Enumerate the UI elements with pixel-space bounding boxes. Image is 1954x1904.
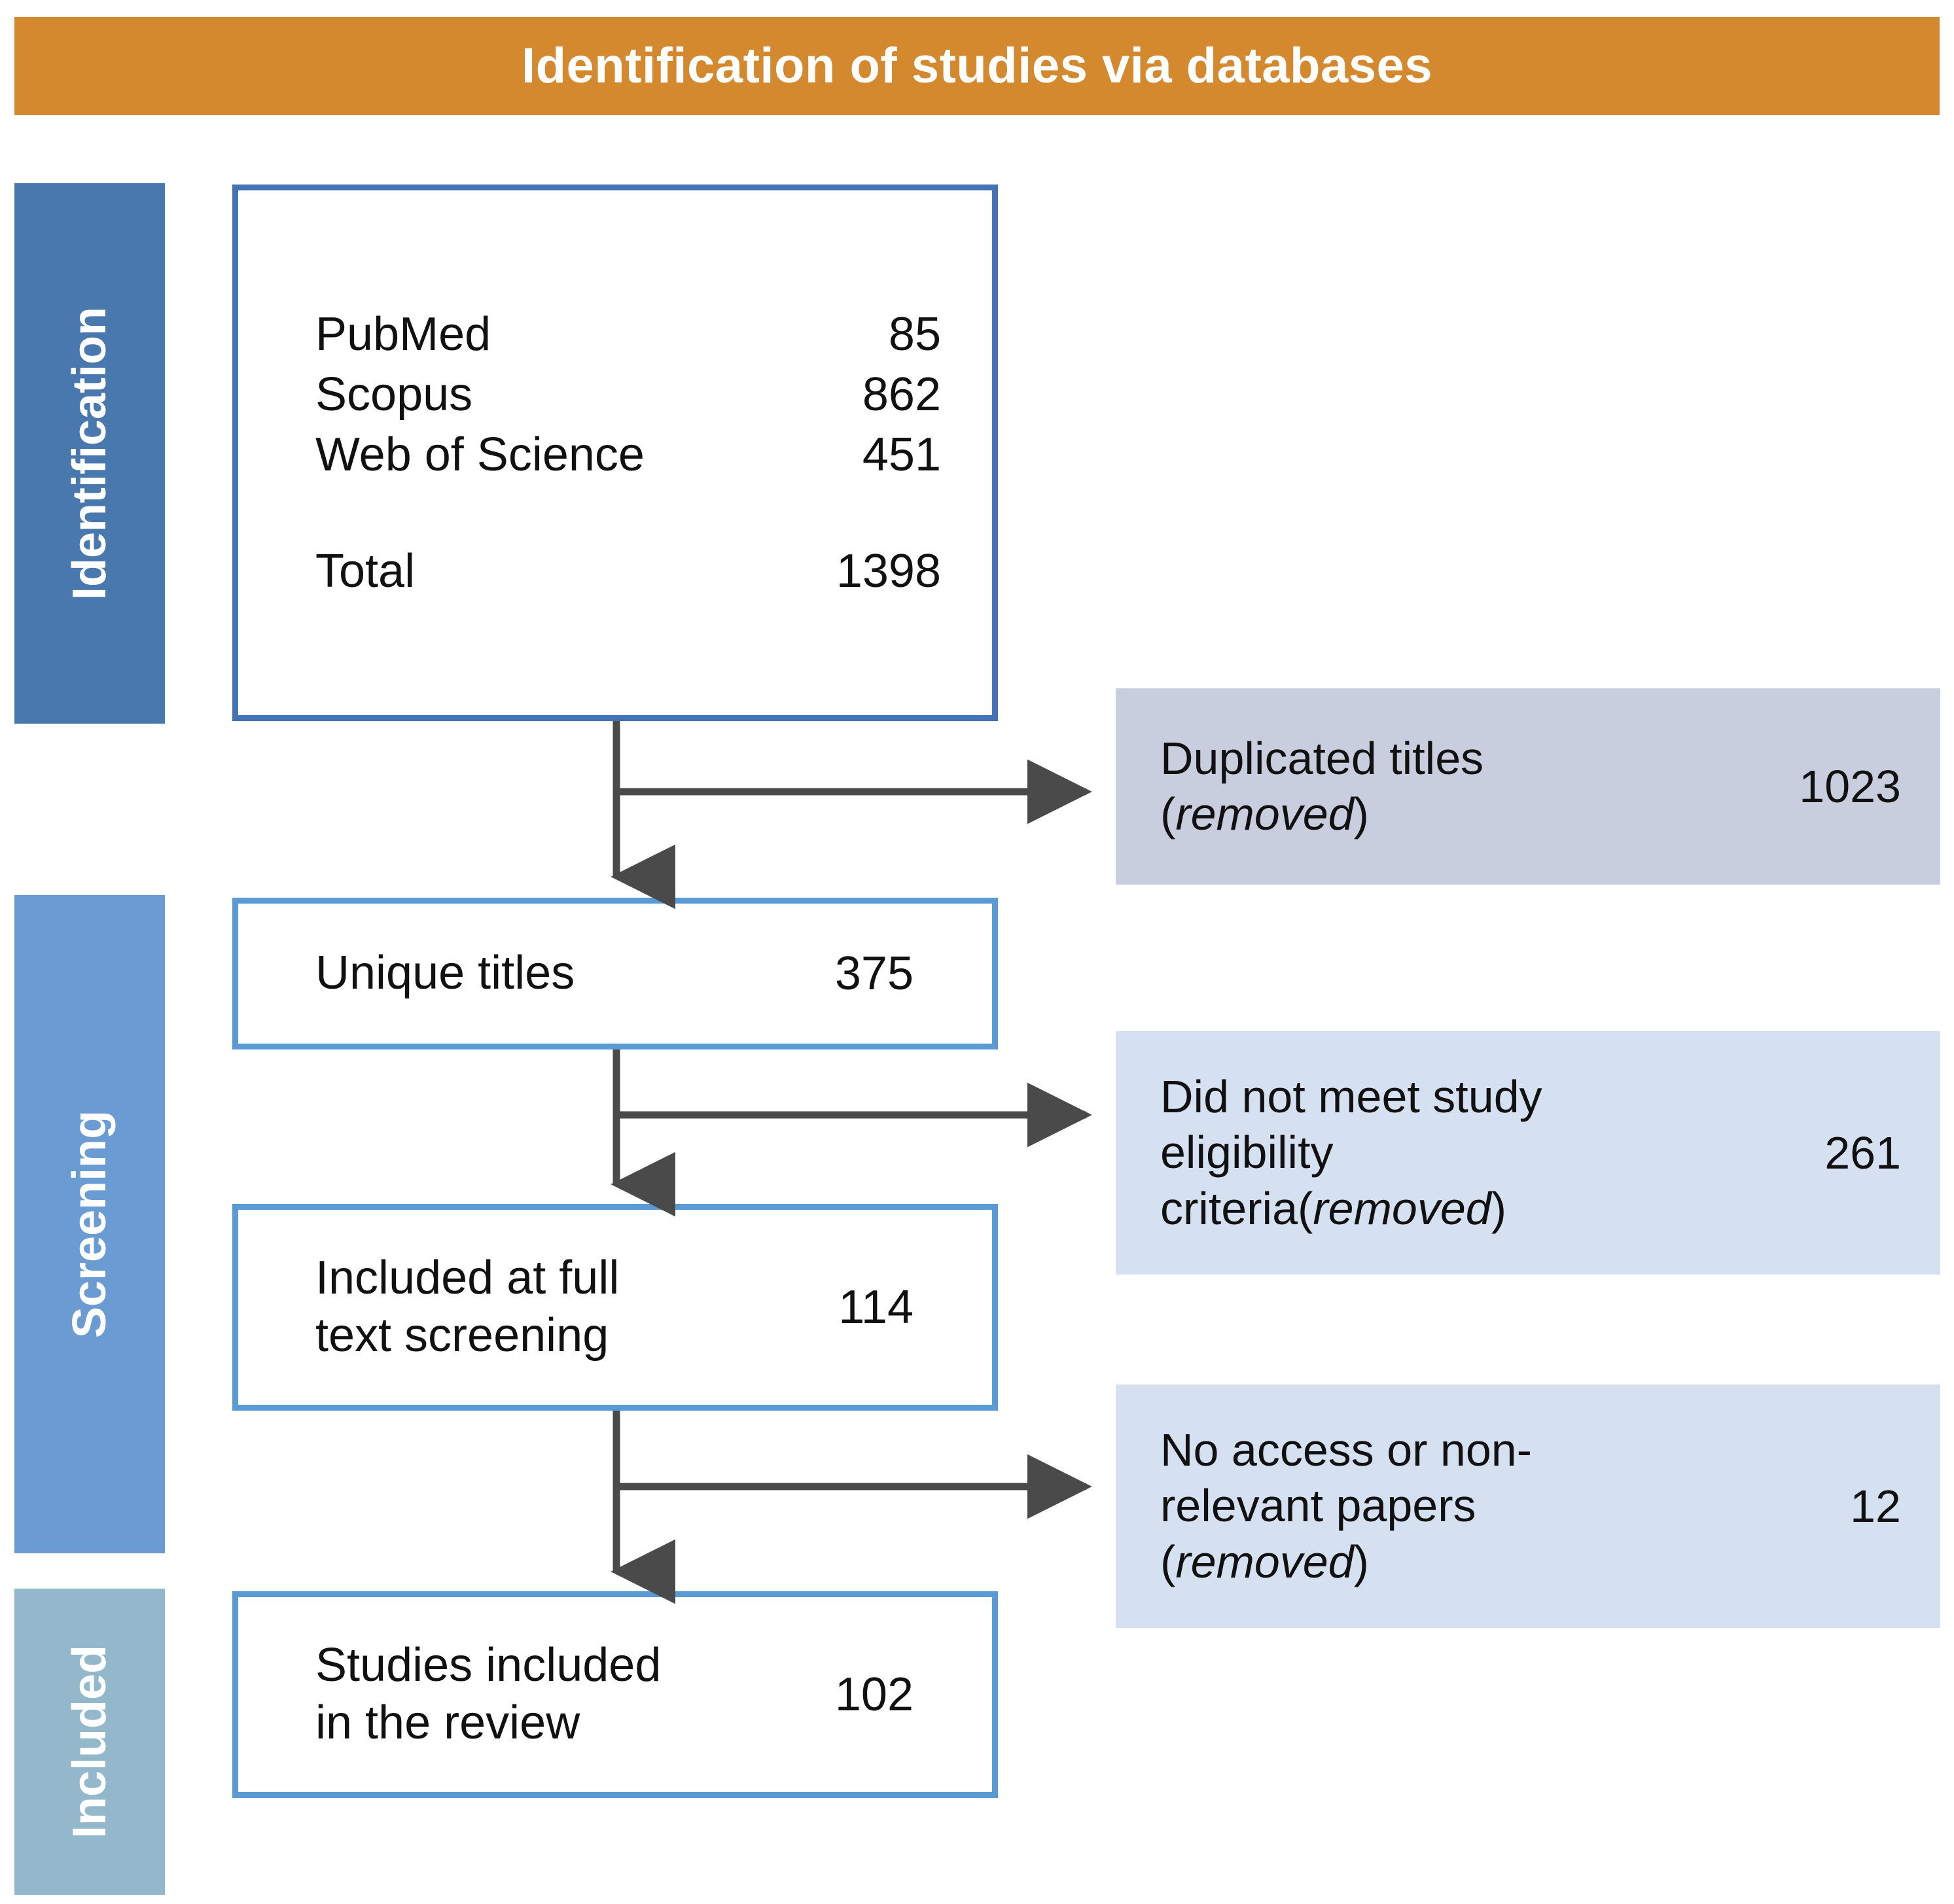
table-row: Scopus 862 xyxy=(315,364,941,425)
removed-italic: removed xyxy=(1175,1536,1354,1587)
stage-bar-screening: Screening xyxy=(14,895,165,1553)
stage-label-identification: Identification xyxy=(63,307,116,600)
criteria-close-paren: ) xyxy=(1491,1182,1507,1234)
not-eligible-value: 261 xyxy=(1824,1127,1901,1178)
total-label: Total xyxy=(315,545,416,598)
full-text-screening-box: Included at full text screening 114 xyxy=(232,1204,998,1411)
duplicated-titles-line1: Duplicated titles xyxy=(1160,732,1484,784)
full-text-screening-label: Included at full text screening xyxy=(315,1252,620,1362)
source-label: Web of Science xyxy=(315,429,645,481)
table-row: Web of Science 451 xyxy=(315,425,941,485)
stage-label-screening: Screening xyxy=(63,1110,116,1339)
criteria-prefix: criteria( xyxy=(1160,1182,1313,1234)
source-label: Scopus xyxy=(315,368,473,421)
removed-italic: removed xyxy=(1313,1182,1491,1234)
no-access-value: 12 xyxy=(1850,1481,1901,1532)
not-eligible-label: Did not meet study eligibility criteria(… xyxy=(1160,1069,1750,1237)
no-access-line1: No access or non- xyxy=(1160,1424,1533,1475)
duplicated-titles-box: Duplicated titles (removed) 1023 xyxy=(1116,688,1940,885)
page-title: Identification of studies via databases xyxy=(521,38,1433,94)
not-eligible-line1: Did not meet study xyxy=(1160,1070,1542,1122)
no-access-box: No access or non- relevant papers (remov… xyxy=(1116,1384,1940,1628)
identification-sources-box: PubMed 85 Scopus 862 Web of Science 451 … xyxy=(232,185,998,721)
source-value: 862 xyxy=(862,368,941,421)
duplicated-titles-value: 1023 xyxy=(1799,761,1901,812)
table-row-total: Total 1398 xyxy=(315,541,941,601)
table-row: PubMed 85 xyxy=(315,304,941,364)
removed-open-paren: ( xyxy=(1160,1536,1176,1587)
source-label: PubMed xyxy=(315,308,491,361)
full-text-screening-value: 114 xyxy=(838,1281,914,1333)
spacer xyxy=(315,485,941,541)
studies-included-value: 102 xyxy=(834,1668,914,1721)
header-banner: Identification of studies via databases xyxy=(14,17,1940,115)
no-access-label: No access or non- relevant papers (remov… xyxy=(1160,1422,1750,1590)
source-value: 451 xyxy=(862,429,941,481)
source-value: 85 xyxy=(888,308,941,361)
unique-titles-value: 375 xyxy=(834,947,914,1000)
studies-included-box: Studies included in the review 102 xyxy=(232,1591,998,1798)
duplicated-titles-label: Duplicated titles (removed) xyxy=(1160,731,1750,843)
stage-label-included: Included xyxy=(63,1644,116,1839)
removed-close-paren: ) xyxy=(1353,788,1369,839)
removed-italic: removed xyxy=(1175,788,1354,839)
stage-bar-included: Included xyxy=(14,1589,165,1895)
no-access-line2: relevant papers xyxy=(1160,1480,1476,1532)
removed-open-paren: ( xyxy=(1160,788,1176,839)
total-value: 1398 xyxy=(836,545,941,598)
unique-titles-label: Unique titles xyxy=(315,947,575,1000)
removed-close-paren: ) xyxy=(1353,1536,1369,1587)
unique-titles-box: Unique titles 375 xyxy=(232,898,998,1049)
not-eligible-line2: eligibility xyxy=(1160,1127,1334,1178)
not-eligible-box: Did not meet study eligibility criteria(… xyxy=(1116,1031,1940,1275)
stage-bar-identification: Identification xyxy=(14,183,165,724)
studies-included-label: Studies included in the review xyxy=(315,1639,662,1749)
